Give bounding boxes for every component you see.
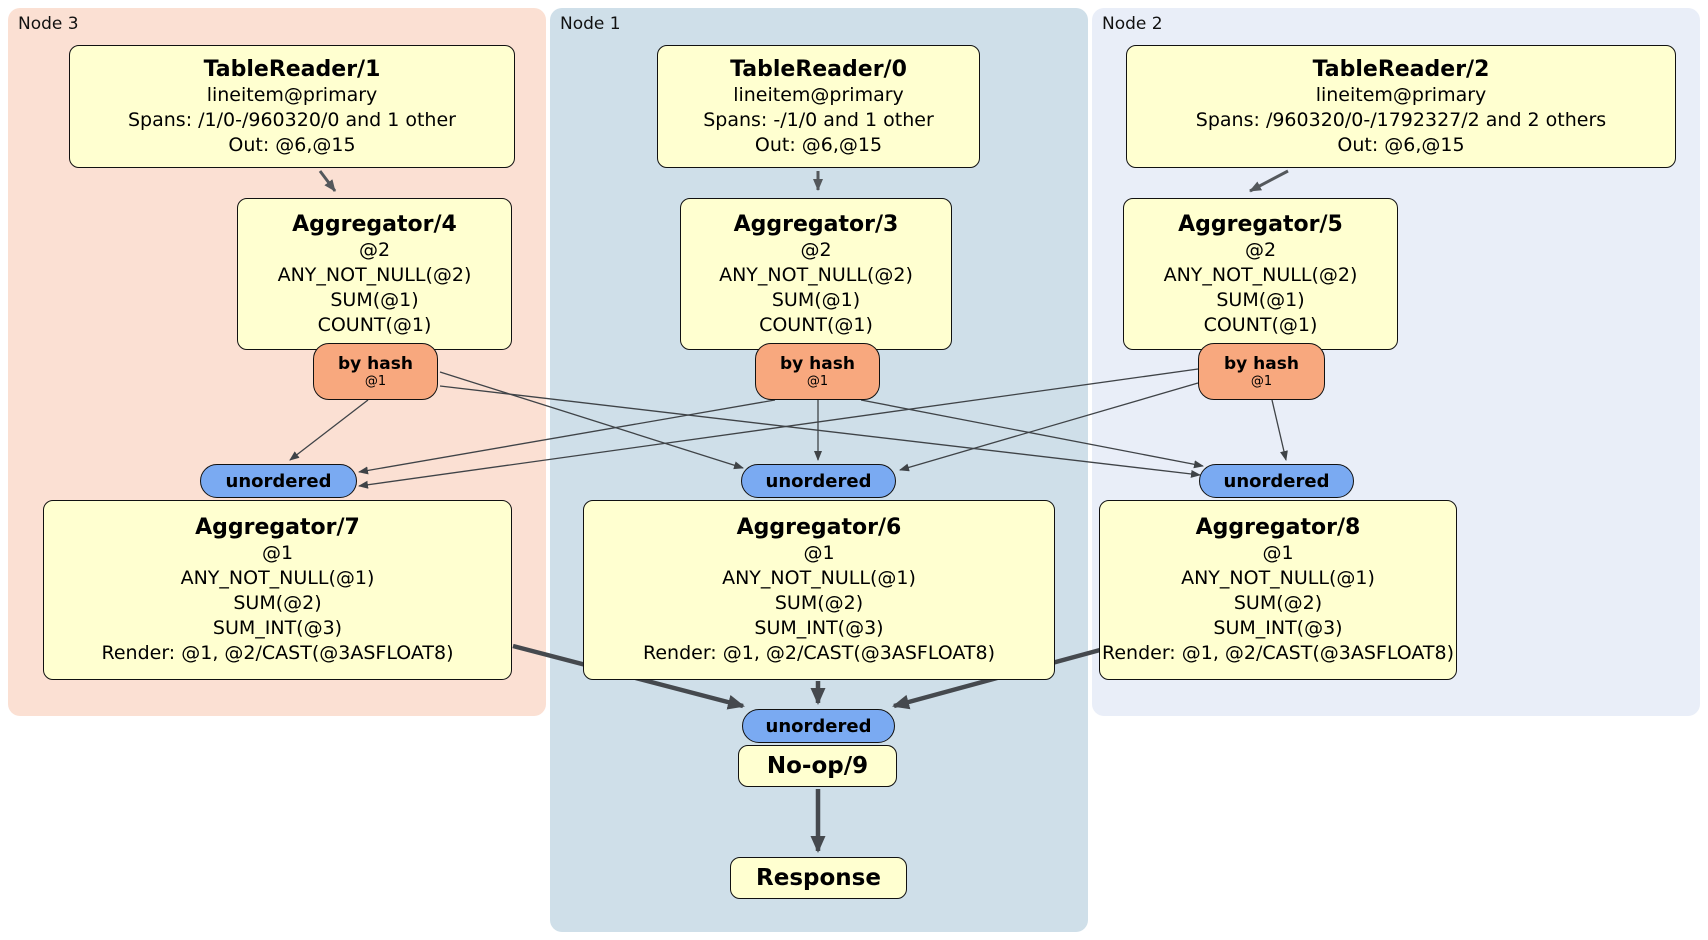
processor-tablereader-2: TableReader/2 lineitem@primary Spans: /9… xyxy=(1126,45,1676,168)
processor-tablereader-0: TableReader/0 lineitem@primary Spans: -/… xyxy=(657,45,980,168)
processor-title: Aggregator/7 xyxy=(195,515,360,540)
processor-title: No-op/9 xyxy=(766,753,869,779)
sync-unordered-node3: unordered xyxy=(200,464,357,498)
processor-detail: @2 xyxy=(800,238,832,261)
processor-detail: SUM(@1) xyxy=(771,288,861,311)
processor-title: TableReader/2 xyxy=(1312,56,1490,82)
sync-unordered-node2: unordered xyxy=(1199,464,1354,498)
node-group-label: Node 3 xyxy=(18,14,79,34)
processor-detail: ANY_NOT_NULL(@2) xyxy=(719,263,913,286)
processor-detail: lineitem@primary xyxy=(1315,83,1487,106)
processor-detail: Render: @1, @2/CAST(@3ASFLOAT8) xyxy=(1102,642,1454,664)
processor-detail: SUM(@2) xyxy=(1233,592,1323,614)
processor-detail: Render: @1, @2/CAST(@3ASFLOAT8) xyxy=(643,642,995,664)
processor-aggregator-5: Aggregator/5 @2 ANY_NOT_NULL(@2) SUM(@1)… xyxy=(1123,198,1398,350)
processor-detail: @1 xyxy=(1262,542,1294,564)
node-group-label: Node 2 xyxy=(1102,14,1163,34)
processor-detail: COUNT(@1) xyxy=(317,313,432,336)
processor-title: Aggregator/4 xyxy=(292,211,457,237)
processor-title: Aggregator/3 xyxy=(733,211,899,237)
processor-detail: COUNT(@1) xyxy=(1203,313,1318,336)
processor-tablereader-1: TableReader/1 lineitem@primary Spans: /1… xyxy=(69,45,515,168)
processor-detail: SUM_INT(@3) xyxy=(754,617,884,639)
router-by-hash-node3: by hash @1 xyxy=(313,343,438,400)
processor-detail: lineitem@primary xyxy=(733,83,904,106)
processor-detail: SUM_INT(@3) xyxy=(1213,617,1343,639)
router-label: by hash xyxy=(1224,353,1299,374)
processor-detail: ANY_NOT_NULL(@1) xyxy=(1181,567,1375,589)
processor-no-op-9: No-op/9 xyxy=(738,745,897,787)
sync-label: unordered xyxy=(225,470,332,492)
sync-label: unordered xyxy=(765,715,872,737)
processor-detail: @1 xyxy=(803,542,835,564)
processor-detail: Out: @6,@15 xyxy=(754,133,883,156)
processor-aggregator-7: Aggregator/7 @1 ANY_NOT_NULL(@1) SUM(@2)… xyxy=(43,500,512,680)
router-hash-columns: @1 xyxy=(806,373,829,389)
processor-detail: SUM(@1) xyxy=(330,288,419,311)
processor-detail: SUM(@1) xyxy=(1216,288,1305,311)
processor-detail: @2 xyxy=(1244,238,1277,261)
processor-title: Aggregator/5 xyxy=(1178,211,1343,237)
node-group-label: Node 1 xyxy=(560,14,621,34)
processor-detail: lineitem@primary xyxy=(206,83,378,106)
processor-detail: ANY_NOT_NULL(@2) xyxy=(277,263,472,286)
processor-detail: @1 xyxy=(261,542,294,564)
processor-aggregator-3: Aggregator/3 @2 ANY_NOT_NULL(@2) SUM(@1)… xyxy=(680,198,952,350)
processor-detail: SUM(@2) xyxy=(774,592,864,614)
processor-title: Response xyxy=(756,865,881,891)
processor-detail: Out: @6,@15 xyxy=(228,133,356,156)
router-hash-columns: @1 xyxy=(364,373,387,389)
processor-title: Aggregator/6 xyxy=(736,515,902,540)
sync-label: unordered xyxy=(1223,470,1330,492)
processor-detail: Spans: /960320/0-/1792327/2 and 2 others xyxy=(1195,108,1607,131)
processor-detail: SUM(@2) xyxy=(233,592,322,614)
processor-title: Aggregator/8 xyxy=(1195,515,1361,540)
processor-detail: ANY_NOT_NULL(@1) xyxy=(722,567,916,589)
processor-aggregator-8: Aggregator/8 @1 ANY_NOT_NULL(@1) SUM(@2)… xyxy=(1099,500,1457,680)
edge-hash-router-mesh xyxy=(289,368,1288,489)
processor-detail: SUM_INT(@3) xyxy=(212,617,343,639)
router-by-hash-node1: by hash @1 xyxy=(755,343,880,400)
processor-title: TableReader/1 xyxy=(203,56,381,82)
processor-detail: ANY_NOT_NULL(@1) xyxy=(180,567,375,589)
processor-detail: ANY_NOT_NULL(@2) xyxy=(1163,263,1358,286)
router-label: by hash xyxy=(780,353,855,374)
edge-tablereader-to-aggregator xyxy=(318,169,1289,193)
processor-detail: Out: @6,@15 xyxy=(1337,133,1465,156)
processor-aggregator-6: Aggregator/6 @1 ANY_NOT_NULL(@1) SUM(@2)… xyxy=(583,500,1055,680)
processor-response: Response xyxy=(730,857,907,899)
sync-unordered-node1: unordered xyxy=(741,464,896,498)
processor-detail: Spans: /1/0-/960320/0 and 1 other xyxy=(128,108,456,131)
router-hash-columns: @1 xyxy=(1250,373,1273,389)
router-by-hash-node2: by hash @1 xyxy=(1198,343,1325,400)
processor-detail: COUNT(@1) xyxy=(759,313,873,336)
sync-unordered-final: unordered xyxy=(742,709,895,743)
processor-title: TableReader/0 xyxy=(730,56,907,82)
processor-detail: @2 xyxy=(358,238,391,261)
processor-aggregator-4: Aggregator/4 @2 ANY_NOT_NULL(@2) SUM(@1)… xyxy=(237,198,512,350)
sync-label: unordered xyxy=(765,470,872,492)
processor-detail: Render: @1, @2/CAST(@3ASFLOAT8) xyxy=(101,642,454,664)
processor-detail: Spans: -/1/0 and 1 other xyxy=(703,108,934,131)
router-label: by hash xyxy=(338,353,413,374)
